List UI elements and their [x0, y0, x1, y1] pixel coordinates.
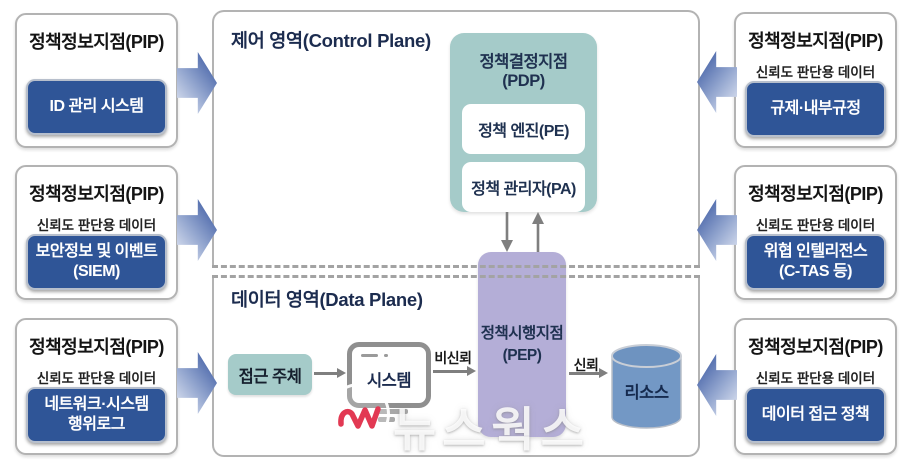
pip-card-regulation: 정책정보지점(PIP) 신뢰도 판단용 데이터 규제·내부규정: [734, 12, 897, 148]
newsworks-logo-icon: [328, 383, 390, 445]
arrow-left-icon: [697, 354, 737, 416]
pdp-pep-arrows-icon: [501, 212, 544, 253]
pip-item-siem: 보안정보 및 이벤트 (SIEM): [26, 234, 167, 290]
system-keyboard-icon: [378, 409, 408, 414]
pip-title: 정책정보지점(PIP): [29, 337, 164, 357]
data-plane-title: 데이터 영역(Data Plane): [231, 289, 423, 310]
pip-subtitle: 신뢰도 판단용 데이터: [755, 371, 876, 386]
pip-title: 정책정보지점(PIP): [748, 184, 883, 204]
pip-item-id-management: ID 관리 시스템: [26, 79, 167, 135]
pdp-title: 정책결정지점(PDP): [479, 53, 568, 90]
pip-item-regulation: 규제·내부규정: [745, 81, 886, 137]
database-icon: [611, 344, 682, 429]
pep-box: 정책시행지점 (PEP): [478, 252, 566, 437]
monitor-menubar-icon: [361, 354, 378, 357]
pip-card-threat-intelligence: 정책정보지점(PIP) 신뢰도 판단용 데이터 위협 인텔리전스 (C-TAS …: [734, 165, 897, 300]
monitor-dot-icon: [384, 354, 388, 357]
pip-title: 정책정보지점(PIP): [748, 31, 883, 51]
pip-subtitle: 신뢰도 판단용 데이터: [755, 218, 876, 233]
pip-title: 정책정보지점(PIP): [29, 32, 164, 52]
resource-cylinder: 리소스: [610, 343, 683, 430]
plane-divider-dashed: [212, 275, 700, 278]
pip-title: 정책정보지점(PIP): [29, 184, 164, 204]
resource-label: 리소스: [624, 384, 669, 402]
trusted-label: 신뢰: [573, 357, 599, 373]
pip-card-data-access-policy: 정책정보지점(PIP) 신뢰도 판단용 데이터 데이터 접근 정책: [734, 318, 897, 455]
pip-title: 정책정보지점(PIP): [748, 337, 883, 357]
pip-subtitle: 신뢰도 판단용 데이터: [36, 218, 157, 233]
pdp-box: 정책결정지점(PDP) 정책 엔진(PE) 정책 관리자(PA): [450, 33, 597, 212]
arrow-left-icon: [697, 199, 737, 261]
pip-subtitle: 신뢰도 판단용 데이터: [755, 65, 876, 80]
pip-item-threat-intelligence: 위협 인텔리전스 (C-TAS 등): [745, 234, 886, 290]
arrow-right-icon: [177, 52, 217, 114]
pip-card-siem: 정책정보지점(PIP) 신뢰도 판단용 데이터 보안정보 및 이벤트 (SIEM…: [15, 165, 178, 300]
policy-engine-box: 정책 엔진(PE): [462, 104, 585, 154]
plane-divider-dashed: [212, 265, 700, 268]
pip-card-behavior-log: 정책정보지점(PIP) 신뢰도 판단용 데이터 네트워크·시스템 행위로그: [15, 318, 178, 455]
flow-arrow-icon: [569, 368, 608, 378]
system-label: 시스템: [366, 372, 412, 390]
access-subject-box: 접근 주체: [228, 354, 312, 395]
arrow-right-icon: [177, 352, 217, 414]
arrow-left-icon: [697, 51, 737, 113]
flow-arrow-icon: [433, 366, 476, 376]
newsworks-watermark: 뉴스웍스: [393, 403, 590, 456]
pip-subtitle: 신뢰도 판단용 데이터: [36, 371, 157, 386]
arrow-right-icon: [177, 199, 217, 261]
pip-item-data-access-policy: 데이터 접근 정책: [745, 387, 886, 443]
pip-card-id-management: 정책정보지점(PIP) ID 관리 시스템: [15, 13, 178, 148]
policy-admin-box: 정책 관리자(PA): [462, 162, 585, 212]
pip-item-behavior-log: 네트워크·시스템 행위로그: [26, 387, 167, 443]
control-plane-title: 제어 영역(Control Plane): [231, 30, 431, 51]
untrusted-label: 비신뢰: [434, 350, 472, 366]
flow-arrow-icon: [314, 368, 346, 378]
